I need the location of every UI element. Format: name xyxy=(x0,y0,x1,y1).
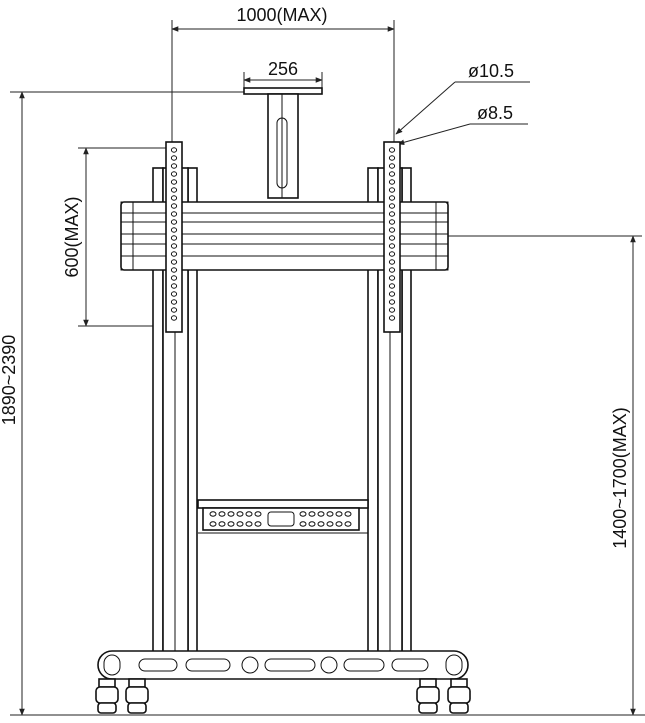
mounting-hole xyxy=(170,259,178,265)
mounting-hole xyxy=(388,203,396,209)
bracket-width-label: 256 xyxy=(268,59,298,79)
shelf-vent-hole xyxy=(209,511,217,517)
mounting-hole xyxy=(170,163,178,169)
mounting-hole xyxy=(388,195,396,201)
shelf-vent-hole xyxy=(245,521,253,527)
shelf-vent-hole xyxy=(344,511,352,517)
mounting-hole xyxy=(170,211,178,217)
shelf-vent-hole xyxy=(308,511,316,517)
mount-height-label: 600(MAX) xyxy=(62,196,82,277)
shelf-vent-hole xyxy=(218,521,226,527)
shelf-vent-hole xyxy=(227,521,235,527)
shelf-vent-hole xyxy=(218,511,226,517)
mounting-hole xyxy=(170,235,178,241)
shelf-vent-hole xyxy=(299,511,307,517)
dimension-total-height: 1890~2390 xyxy=(0,91,645,716)
hole-callout-small: ø8.5 xyxy=(397,103,528,146)
hole-small-label: ø8.5 xyxy=(477,103,513,123)
shelf-vent-hole xyxy=(227,511,235,517)
mounting-hole xyxy=(170,171,178,177)
mounting-hole xyxy=(388,227,396,233)
dimension-mount-height: 600(MAX) xyxy=(62,147,172,327)
shelf-vent-hole xyxy=(326,521,334,527)
mounting-hole xyxy=(170,155,178,161)
shelf-vent-hole xyxy=(236,511,244,517)
shelf-vent-hole xyxy=(254,521,262,527)
mounting-hole xyxy=(388,267,396,273)
mounting-hole xyxy=(388,259,396,265)
shelf-vent-hole xyxy=(335,511,343,517)
shelf-vent-hole xyxy=(245,511,253,517)
mounting-hole xyxy=(388,163,396,169)
hole-callout-large: ø10.5 xyxy=(395,61,530,135)
shelf-vent-hole xyxy=(335,521,343,527)
center-height-label: 1400~1700(MAX) xyxy=(610,407,630,549)
caster-back-right xyxy=(416,678,440,714)
shelf-vent-hole xyxy=(254,511,262,517)
mounting-hole xyxy=(170,267,178,273)
shelf-vent-hole xyxy=(236,521,244,527)
right-vesa-arm xyxy=(383,141,401,333)
shelf-vent-hole xyxy=(299,521,307,527)
mounting-hole xyxy=(170,187,178,193)
mounting-hole xyxy=(170,195,178,201)
mounting-hole xyxy=(170,147,178,153)
mounting-hole xyxy=(388,307,396,313)
mounting-hole xyxy=(388,299,396,305)
dimension-mount-width: 1000(MAX) xyxy=(171,5,395,148)
mounting-hole xyxy=(388,179,396,185)
shelf-vent-hole xyxy=(326,511,334,517)
mounting-hole xyxy=(388,275,396,281)
mounting-hole xyxy=(388,251,396,257)
mounting-hole xyxy=(388,211,396,217)
mounting-hole xyxy=(388,315,396,321)
mounting-hole xyxy=(170,291,178,297)
shelf-vent-hole xyxy=(344,521,352,527)
mounting-hole xyxy=(170,275,178,281)
mounting-hole xyxy=(388,243,396,249)
mounting-hole xyxy=(170,179,178,185)
mounting-hole xyxy=(170,315,178,321)
mounting-hole xyxy=(388,171,396,177)
mounting-hole xyxy=(170,203,178,209)
mounting-hole xyxy=(388,235,396,241)
shelf-vent-hole xyxy=(317,521,325,527)
mounting-hole xyxy=(388,219,396,225)
total-height-label: 1890~2390 xyxy=(0,335,19,426)
caster-front-right xyxy=(447,678,471,714)
mounting-hole xyxy=(388,147,396,153)
hole-large-label: ø10.5 xyxy=(468,61,514,81)
base-frame xyxy=(97,650,469,680)
caster-back-left xyxy=(125,678,149,714)
mounting-hole xyxy=(170,251,178,257)
left-vesa-arm xyxy=(165,141,183,333)
shelf-vent-hole xyxy=(308,521,316,527)
mounting-hole xyxy=(170,307,178,313)
mounting-hole xyxy=(170,227,178,233)
mounting-hole xyxy=(170,283,178,289)
shelf-vent-hole xyxy=(209,521,217,527)
mounting-hole xyxy=(388,283,396,289)
caster-front-left xyxy=(95,678,119,714)
mounting-hole xyxy=(170,299,178,305)
av-shelf xyxy=(197,499,369,534)
mounting-hole xyxy=(388,291,396,297)
dimension-center-height: 1400~1700(MAX) xyxy=(448,235,642,716)
top-center-bracket xyxy=(243,87,323,199)
mounting-hole xyxy=(170,243,178,249)
mounting-hole xyxy=(388,155,396,161)
shelf-vent-hole xyxy=(317,511,325,517)
mounting-hole xyxy=(388,187,396,193)
dimension-bracket-width: 256 xyxy=(243,59,323,90)
mounting-hole xyxy=(170,219,178,225)
mount-width-label: 1000(MAX) xyxy=(236,5,327,25)
